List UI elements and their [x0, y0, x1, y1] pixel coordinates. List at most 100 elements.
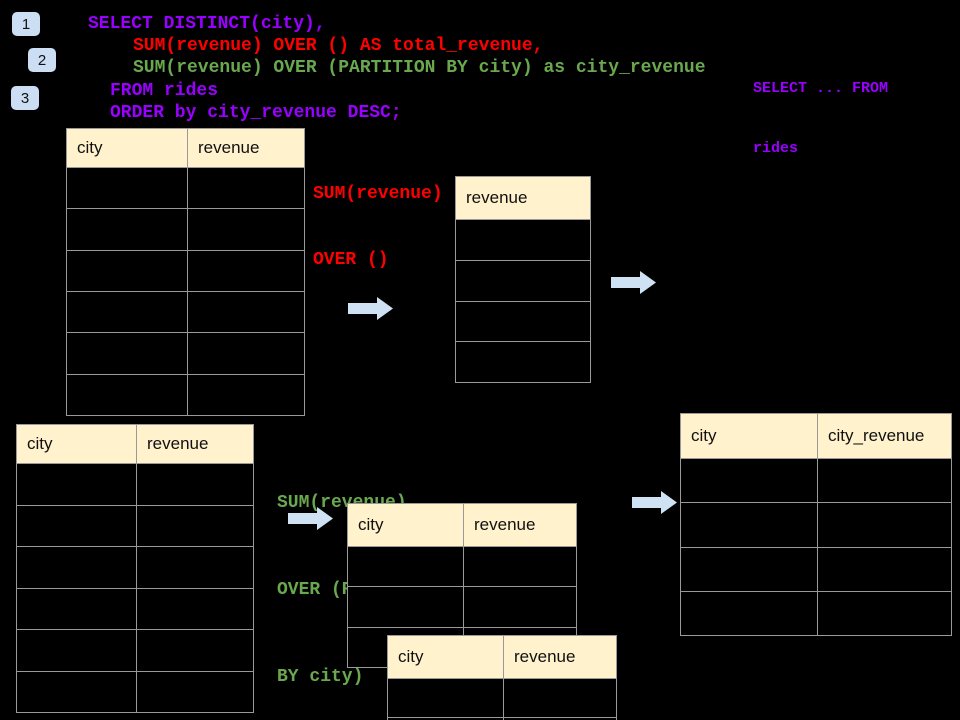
- table-cell: [464, 547, 576, 586]
- table-cell: [188, 251, 304, 291]
- table-cell: [188, 375, 304, 415]
- table-cell: [137, 630, 253, 671]
- table-cell: [681, 547, 818, 591]
- annotation-partition-line-3: BY city): [277, 667, 364, 687]
- table-cell: [818, 548, 951, 591]
- table-cell: [67, 168, 188, 209]
- column-header-city: city: [681, 414, 818, 458]
- column-header-revenue: revenue: [466, 188, 528, 207]
- table-source-top: city revenue: [66, 128, 305, 416]
- table-cell: [67, 209, 188, 250]
- sql-line-select: SELECT DISTINCT(city),: [88, 14, 326, 34]
- table-cell: [17, 588, 137, 629]
- table-row: [67, 209, 304, 251]
- table-partition-overlay: city revenue: [387, 635, 617, 720]
- table-row: [348, 587, 576, 628]
- table-cell: [818, 459, 951, 502]
- step-badge-1: 1: [12, 12, 40, 36]
- table-cell: [67, 250, 188, 291]
- column-header-revenue: revenue: [147, 434, 209, 453]
- column-header-revenue: revenue: [514, 647, 576, 666]
- table-row: [456, 261, 590, 302]
- table-body: [456, 220, 590, 382]
- table-header-row: city revenue: [67, 129, 304, 168]
- table-total-revenue-result: revenue: [455, 176, 591, 383]
- sql-line-total-revenue: SUM(revenue) OVER () AS total_revenue,: [133, 36, 544, 56]
- table-cell: [388, 718, 504, 720]
- table-cell: [67, 374, 188, 415]
- table-body: [681, 459, 951, 635]
- table-cell: [818, 503, 951, 546]
- table-header-row: city revenue: [348, 504, 576, 547]
- table-row: [681, 503, 951, 548]
- table-cell: [464, 587, 576, 626]
- annotation-total-line-2: OVER (): [313, 250, 389, 270]
- table-source-bottom: city revenue: [16, 424, 254, 713]
- table-cell: [681, 503, 818, 547]
- table-row: [67, 374, 304, 415]
- table-body: [17, 464, 253, 712]
- annotation-sum-over-total: SUM(revenue) OVER (): [313, 139, 443, 315]
- sql-line-city-revenue: SUM(revenue) OVER (PARTITION BY city) as…: [133, 58, 706, 78]
- table-row: [17, 630, 253, 672]
- table-cell: [188, 292, 304, 332]
- table-row: [67, 291, 304, 334]
- table-cell: [67, 291, 188, 333]
- table-row: [681, 591, 951, 635]
- table-cell: [67, 333, 188, 374]
- table-cell: [137, 547, 253, 588]
- arrow-right-icon: [632, 491, 677, 514]
- step-badge-3: 3: [11, 86, 39, 110]
- table-row: [348, 547, 576, 588]
- table-cell: [681, 459, 818, 503]
- table-cell: [681, 591, 818, 635]
- table-cell: [137, 506, 253, 547]
- table-row: [681, 547, 951, 592]
- sql-line-order-by: ORDER by city_revenue DESC;: [110, 103, 402, 123]
- table-cell: [137, 589, 253, 630]
- table-cell: [456, 261, 590, 301]
- table-row: [67, 168, 304, 210]
- table-cell: [17, 464, 137, 505]
- table-cell: [348, 587, 464, 627]
- table-cell: [348, 547, 464, 587]
- sql-line-from: FROM rides: [110, 81, 219, 101]
- table-cell: [818, 592, 951, 635]
- table-row: [17, 588, 253, 630]
- table-cell: [188, 209, 304, 249]
- column-header-city: city: [17, 425, 137, 463]
- step-badge-2: 2: [28, 48, 56, 72]
- table-row: [388, 679, 616, 718]
- table-row: [681, 459, 951, 504]
- table-row: [67, 333, 304, 375]
- table-cell: [456, 220, 590, 260]
- column-header-city: city: [388, 636, 504, 678]
- column-header-city: city: [348, 504, 464, 546]
- table-cell: [17, 505, 137, 546]
- table-header-row: city revenue: [17, 425, 253, 464]
- side-note-line-1: SELECT ... FROM: [753, 80, 889, 97]
- table-row: [456, 302, 590, 343]
- table-cell: [388, 679, 504, 717]
- table-cell: [17, 671, 137, 712]
- column-header-city-revenue: city_revenue: [828, 426, 925, 445]
- table-cell: [456, 342, 590, 382]
- arrow-right-icon: [348, 297, 393, 320]
- column-header-revenue: revenue: [474, 515, 536, 534]
- table-cell: [137, 672, 253, 713]
- table-row: [17, 547, 253, 589]
- table-cell: [456, 302, 590, 342]
- table-body: [388, 679, 616, 720]
- table-cell: [504, 679, 616, 717]
- table-row: [17, 505, 253, 547]
- column-header-revenue: revenue: [198, 138, 260, 157]
- table-cell: [17, 547, 137, 588]
- arrow-right-icon: [611, 271, 656, 294]
- table-body: [67, 168, 304, 415]
- table-row: [17, 671, 253, 713]
- column-header-city: city: [67, 129, 188, 167]
- side-note-line-2: rides: [753, 140, 799, 157]
- side-note-select-from-rides: SELECT ... FROM rides: [753, 39, 888, 199]
- table-row: [17, 464, 253, 506]
